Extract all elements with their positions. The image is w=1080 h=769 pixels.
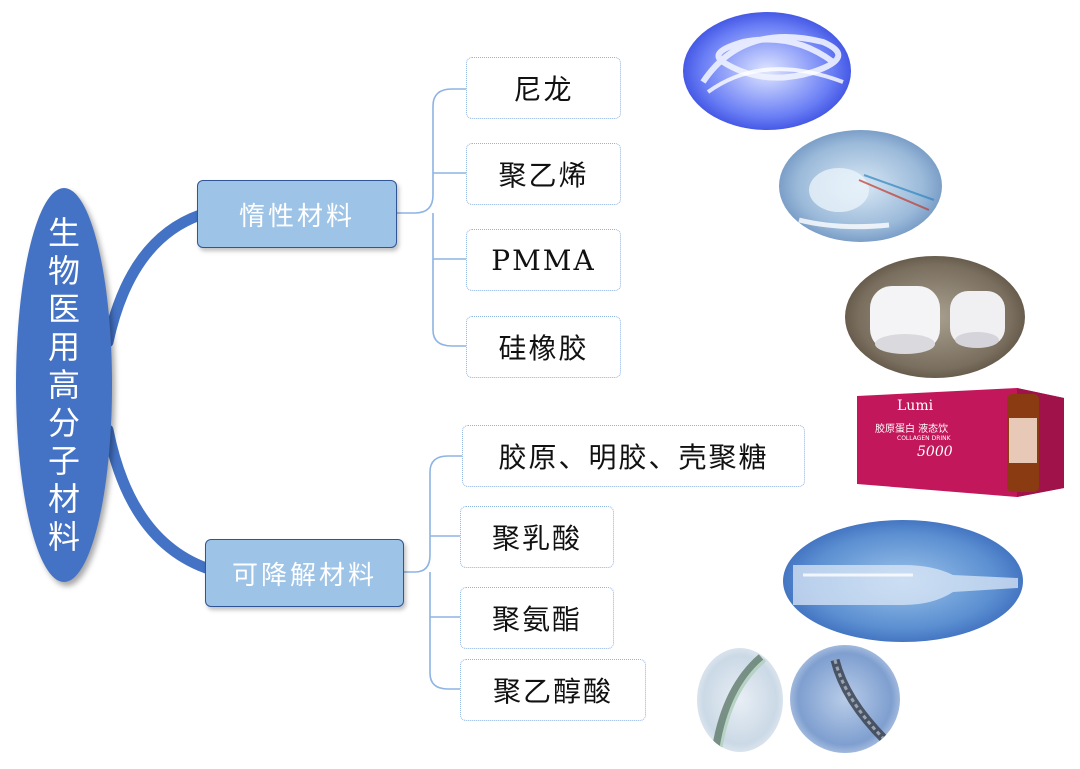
tubing-loop-icon <box>700 34 844 94</box>
collagen-drink-box-image: Lumi 胶原蛋白 液态饮 COLLAGEN DRINK 5000 <box>857 388 1064 497</box>
glass-tube-icon <box>793 565 1018 605</box>
leaf-pmma: PMMA <box>466 229 621 291</box>
leaf-nylon: 尼龙 <box>466 57 621 119</box>
leaf-pmma-label: PMMA <box>491 243 596 277</box>
root-label: 生物医用高分子材料 <box>47 214 80 556</box>
leaf-pla: 聚乳酸 <box>460 506 614 568</box>
category-inert-label: 惰性材料 <box>238 201 355 232</box>
inert-bracket <box>396 88 466 347</box>
leaf-silicone-label: 硅橡胶 <box>498 332 589 365</box>
leaf-nylon-label: 尼龙 <box>513 73 574 106</box>
polyethylene-device-image <box>779 130 942 242</box>
pga-suture-image-left <box>697 648 783 752</box>
leaf-polyurethane: 聚氨酯 <box>460 587 614 649</box>
category-inert: 惰性材料 <box>197 180 397 248</box>
box-number: 5000 <box>917 444 953 460</box>
leaf-pga-label: 聚乙醇酸 <box>492 675 613 708</box>
leaf-polyurethane-label: 聚氨酯 <box>491 603 582 636</box>
leaf-polyethylene: 聚乙烯 <box>466 143 621 205</box>
category-degradable: 可降解材料 <box>205 539 404 607</box>
suture-strand-icon <box>712 654 766 749</box>
braided-suture-icon <box>830 658 889 744</box>
degradable-bracket <box>402 455 462 690</box>
white-bushings-icon <box>870 286 1005 354</box>
pmma-parts-image <box>845 256 1025 378</box>
root-to-inert-connector <box>102 209 206 348</box>
clear-device-icon <box>798 168 935 230</box>
box-subtitle: COLLAGEN DRINK <box>897 435 951 442</box>
leaf-collagen: 胶原、明胶、壳聚糖 <box>462 425 805 487</box>
root-to-degradable-connector <box>102 424 212 574</box>
category-degradable-label: 可降解材料 <box>231 560 377 591</box>
box-brand: Lumi <box>897 398 934 414</box>
leaf-polyethylene-label: 聚乙烯 <box>498 159 589 192</box>
product-box-icon <box>857 388 1064 497</box>
leaf-collagen-label: 胶原、明胶、壳聚糖 <box>498 441 769 474</box>
nylon-tubing-image <box>683 12 851 130</box>
leaf-pla-label: 聚乳酸 <box>491 522 582 555</box>
leaf-silicone: 硅橡胶 <box>466 316 621 378</box>
root-node: 生物医用高分子材料 <box>16 188 112 582</box>
box-product: 胶原蛋白 液态饮 <box>875 424 949 435</box>
pga-suture-image-right <box>790 645 900 753</box>
pla-tube-image <box>783 520 1023 642</box>
leaf-pga: 聚乙醇酸 <box>460 659 646 721</box>
